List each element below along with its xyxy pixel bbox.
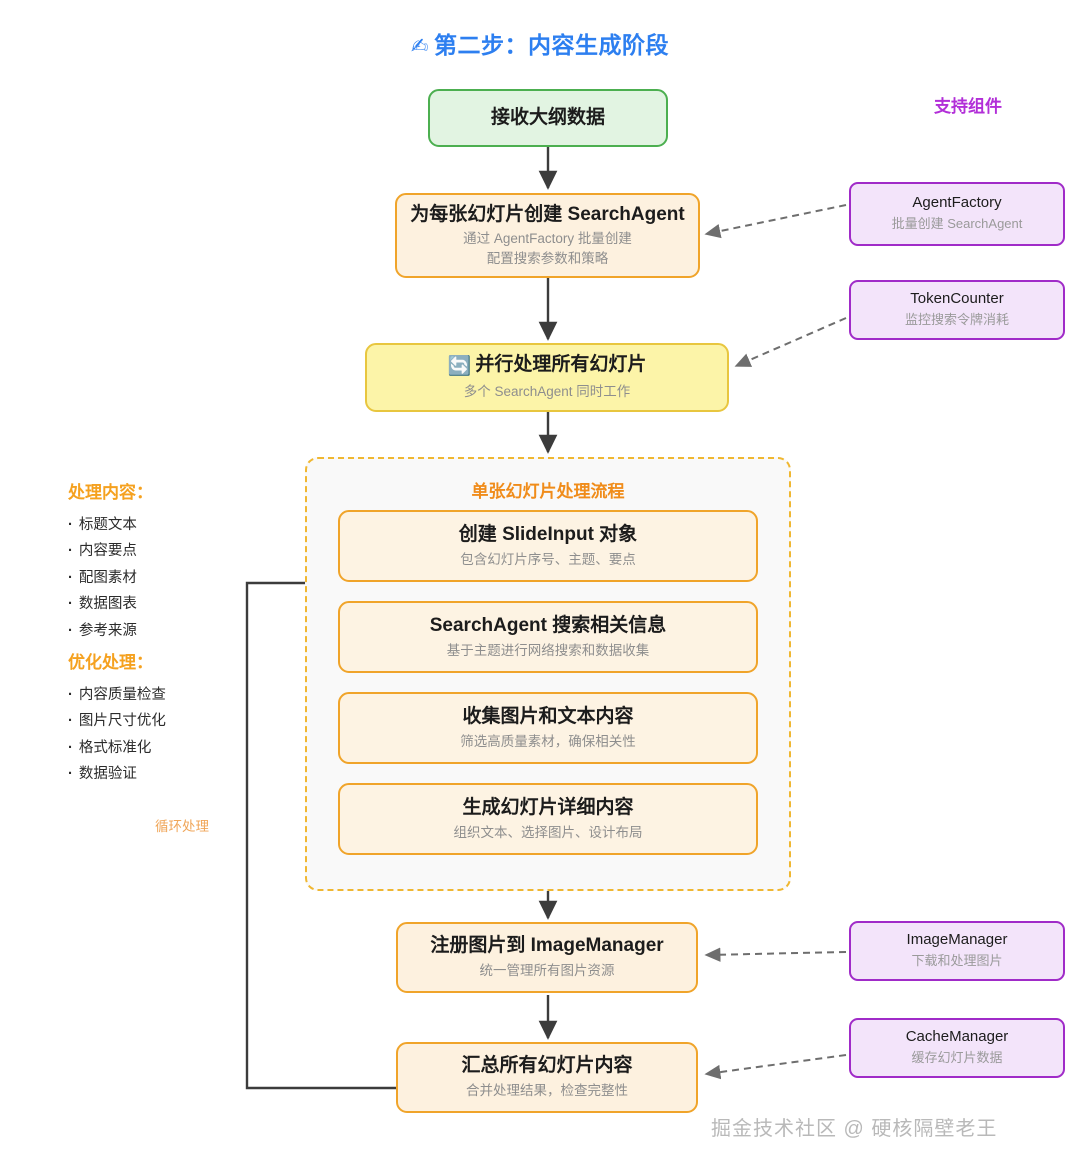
list-item: 配图素材 bbox=[68, 565, 258, 591]
node-create-searchagent[interactable]: 为每张幻灯片创建 SearchAgent 通过 AgentFactory 批量创… bbox=[395, 193, 700, 278]
list-item: 参考来源 bbox=[68, 618, 258, 644]
annotation-heading: 处理内容： bbox=[68, 483, 153, 502]
group-step-searchagent-search[interactable]: SearchAgent 搜索相关信息 基于主题进行网络搜索和数据收集 bbox=[338, 601, 758, 673]
list-item: 数据图表 bbox=[68, 591, 258, 617]
support-components-heading: 支持组件 bbox=[934, 97, 1002, 116]
node-receive-outline-data[interactable]: 接收大纲数据 bbox=[428, 89, 668, 147]
node-subtitle: 包含幻灯片序号、主题、要点 bbox=[460, 551, 636, 567]
node-subtitle: 统一管理所有图片资源 bbox=[479, 963, 615, 979]
component-cachemanager[interactable]: CacheManager 缓存幻灯片数据 bbox=[849, 1018, 1065, 1078]
loop-edge-label: 循环处理 bbox=[155, 819, 209, 834]
list-item: 内容质量检查 bbox=[68, 682, 258, 708]
node-title: 🔄并行处理所有幻灯片 bbox=[448, 353, 647, 379]
annotation-optimization: 优化处理： 内容质量检查 图片尺寸优化 格式标准化 数据验证 bbox=[68, 648, 258, 788]
list-item: 标题文本 bbox=[68, 512, 258, 538]
list-item: 格式标准化 bbox=[68, 735, 258, 761]
group-step-generate-slide-detail[interactable]: 生成幻灯片详细内容 组织文本、选择图片、设计布局 bbox=[338, 783, 758, 855]
component-name: TokenCounter bbox=[910, 290, 1004, 308]
node-subtitle: 多个 SearchAgent 同时工作 bbox=[463, 384, 631, 400]
annotation-processing-content: 处理内容： 标题文本 内容要点 配图素材 数据图表 参考来源 bbox=[68, 478, 258, 644]
edge-agentfactory-link bbox=[704, 204, 847, 239]
page-title-text: 第二步：内容生成阶段 bbox=[434, 32, 670, 58]
group-title: 单张幻灯片处理流程 bbox=[471, 482, 625, 501]
node-subtitle-2: 配置搜索参数和策略 bbox=[486, 250, 609, 266]
annotation-heading: 优化处理： bbox=[68, 653, 153, 672]
group-step-collect-images-text[interactable]: 收集图片和文本内容 筛选高质量素材，确保相关性 bbox=[338, 692, 758, 764]
writing-hand-icon: ✍ bbox=[410, 35, 430, 58]
component-agentfactory[interactable]: AgentFactory 批量创建 SearchAgent bbox=[849, 182, 1065, 246]
list-item: 内容要点 bbox=[68, 538, 258, 564]
node-title: 生成幻灯片详细内容 bbox=[462, 796, 634, 818]
component-name: ImageManager bbox=[906, 931, 1008, 949]
annotation-list: 内容质量检查 图片尺寸优化 格式标准化 数据验证 bbox=[68, 682, 258, 788]
watermark: 掘金技术社区 @ 硬核隔壁老王 bbox=[711, 1118, 998, 1140]
node-subtitle: 筛选高质量素材，确保相关性 bbox=[460, 733, 636, 749]
component-name: CacheManager bbox=[905, 1028, 1009, 1046]
component-tokencounter[interactable]: TokenCounter 监控搜索令牌消耗 bbox=[849, 280, 1065, 340]
node-title-text: 并行处理所有幻灯片 bbox=[475, 354, 647, 376]
node-subtitle: 合并处理结果，检查完整性 bbox=[466, 1083, 628, 1099]
node-title: 汇总所有幻灯片内容 bbox=[461, 1055, 633, 1077]
page-title: ✍第二步：内容生成阶段 bbox=[0, 26, 1080, 60]
refresh-icon: 🔄 bbox=[447, 356, 472, 378]
node-subtitle-1: 通过 AgentFactory 批量创建 bbox=[463, 231, 632, 247]
node-title: 创建 SlideInput 对象 bbox=[458, 523, 638, 545]
edge-cachemanager-link bbox=[704, 1054, 847, 1080]
edge-tokencounter-link bbox=[734, 317, 847, 367]
component-desc: 下载和处理图片 bbox=[911, 952, 1003, 968]
annotation-list: 标题文本 内容要点 配图素材 数据图表 参考来源 bbox=[68, 512, 258, 644]
list-item: 数据验证 bbox=[68, 761, 258, 787]
node-title: SearchAgent 搜索相关信息 bbox=[429, 614, 667, 636]
list-item: 图片尺寸优化 bbox=[68, 708, 258, 734]
component-imagemanager[interactable]: ImageManager 下载和处理图片 bbox=[849, 921, 1065, 981]
component-desc: 监控搜索令牌消耗 bbox=[904, 311, 1009, 327]
node-title: 接收大纲数据 bbox=[490, 107, 605, 129]
node-title: 收集图片和文本内容 bbox=[462, 705, 634, 727]
node-title: 为每张幻灯片创建 SearchAgent bbox=[410, 203, 685, 225]
node-aggregate-all-slides[interactable]: 汇总所有幻灯片内容 合并处理结果，检查完整性 bbox=[396, 1042, 698, 1113]
node-subtitle: 组织文本、选择图片、设计布局 bbox=[453, 824, 643, 840]
component-name: AgentFactory bbox=[912, 194, 1002, 212]
edge-imagemanager-link bbox=[704, 947, 847, 962]
component-desc: 缓存幻灯片数据 bbox=[911, 1049, 1003, 1065]
node-subtitle: 基于主题进行网络搜索和数据收集 bbox=[446, 642, 650, 658]
group-step-create-slideinput[interactable]: 创建 SlideInput 对象 包含幻灯片序号、主题、要点 bbox=[338, 510, 758, 582]
node-register-image-to-manager[interactable]: 注册图片到 ImageManager 统一管理所有图片资源 bbox=[396, 922, 698, 993]
node-title: 注册图片到 ImageManager bbox=[430, 935, 664, 957]
component-desc: 批量创建 SearchAgent bbox=[891, 215, 1023, 231]
node-parallel-process-slides[interactable]: 🔄并行处理所有幻灯片 多个 SearchAgent 同时工作 bbox=[365, 343, 729, 412]
